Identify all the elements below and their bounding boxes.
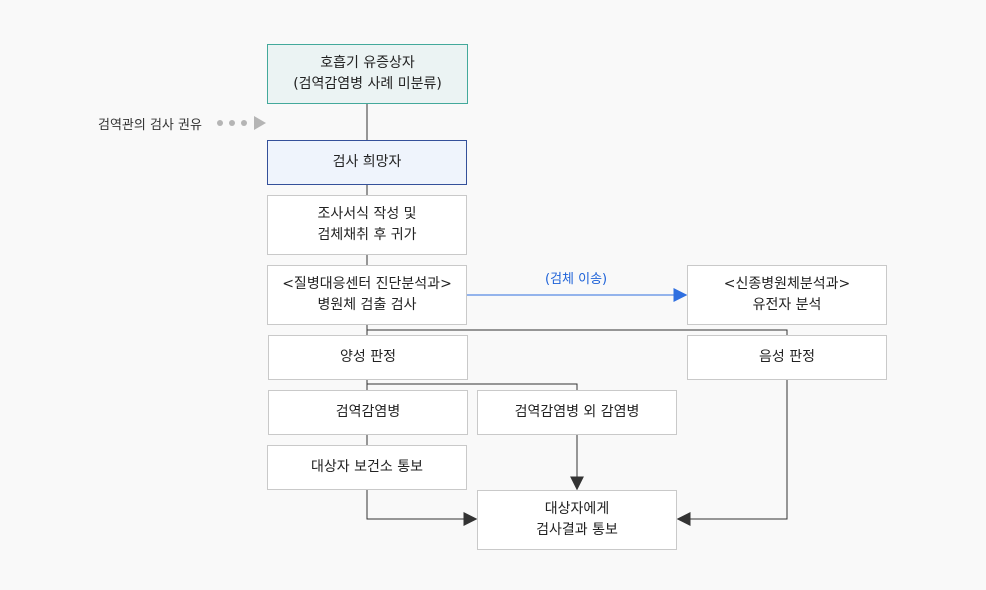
negative-arrow: [676, 380, 788, 526]
positive-label: 양성 판정: [340, 349, 396, 365]
recommend-dots: [217, 120, 247, 126]
dot-1: [217, 120, 223, 126]
emerging-line2: 유전자 분석: [752, 297, 822, 313]
negative-label: 음성 판정: [759, 349, 815, 365]
kdca-test-line2: 병원체 검출 검사: [317, 297, 417, 313]
kdca-test-box: <질병대응센터 진단분석과> 병원체 검출 검사: [267, 265, 467, 325]
notify-subject-box: 대상자에게 검사결과 통보: [477, 490, 677, 550]
dot-3: [241, 120, 247, 126]
other-disease-branch: [367, 383, 578, 390]
other-disease-box: 검역감염병 외 감염병: [477, 390, 677, 435]
recommend-label: 검역관의 검사 권유: [98, 118, 202, 133]
survey-line2: 검체채취 후 귀가: [317, 227, 417, 243]
positive-box: 양성 판정: [268, 335, 468, 380]
quarantine-disease-label: 검역감염병: [335, 404, 401, 420]
notify-subject-line1: 대상자에게: [544, 501, 610, 517]
negative-box: 음성 판정: [687, 335, 887, 380]
suspect-box: 호흡기 유증상자 (검역감염병 사례 미분류): [267, 44, 468, 104]
notify-health-box: 대상자 보건소 통보: [267, 445, 467, 490]
kdca-test-line1: <질병대응센터 진단분석과>: [282, 276, 452, 292]
wish-label: 검사 희망자: [332, 154, 402, 170]
other-disease-label: 검역감염병 외 감염병: [514, 404, 640, 420]
transfer-label: (검체 이송): [545, 272, 608, 287]
notify-health-label: 대상자 보건소 통보: [311, 459, 423, 475]
negative-branch: [367, 329, 788, 335]
survey-line1: 조사서식 작성 및: [317, 206, 417, 222]
emerging-box: <신종병원체분석과> 유전자 분석: [687, 265, 887, 325]
suspect-line1: 호흡기 유증상자: [320, 55, 415, 71]
dot-2: [229, 120, 235, 126]
notify-health-arrow: [366, 490, 478, 526]
recommend-arrowhead: [254, 116, 266, 130]
survey-box: 조사서식 작성 및 검체채취 후 귀가: [267, 195, 467, 255]
quarantine-disease-box: 검역감염병: [268, 390, 468, 435]
notify-subject-line2: 검사결과 통보: [536, 522, 618, 538]
wish-box: 검사 희망자: [267, 140, 467, 185]
emerging-line1: <신종병원체분석과>: [723, 276, 851, 292]
suspect-line2: (검역감염병 사례 미분류): [293, 76, 442, 92]
